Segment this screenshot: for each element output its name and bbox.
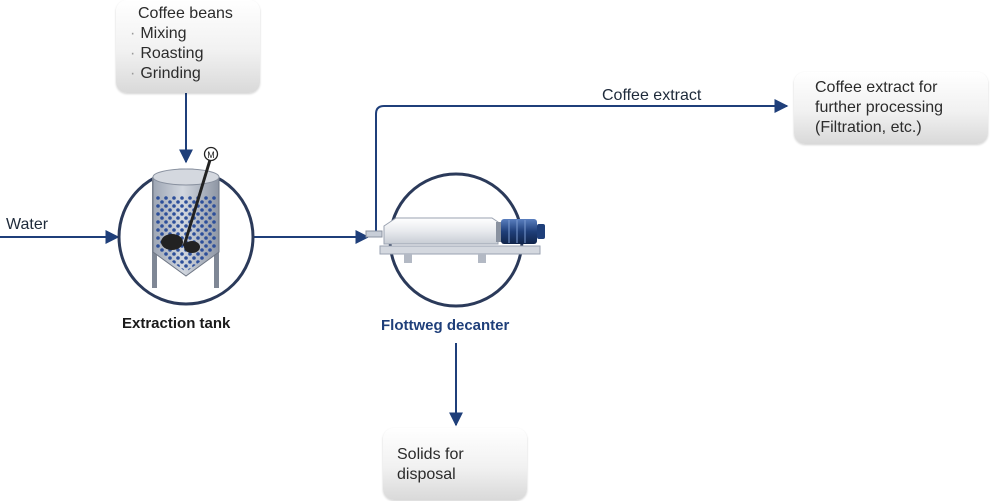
further-processing-box: Coffee extract for further processing (F… — [794, 72, 988, 144]
solids-line: Solids for — [397, 446, 464, 463]
coffee-beans-step: Mixing — [130, 24, 260, 44]
further-processing-line: (Filtration, etc.) — [815, 119, 922, 136]
decanter-motor — [501, 219, 537, 244]
motor-symbol-icon — [203, 146, 219, 162]
coffee-beans-box: Coffee beans Mixing Roasting Grinding — [116, 0, 260, 93]
arrow-extract-to-processing — [375, 99, 789, 232]
extraction-tank-caption: Extraction tank — [122, 315, 231, 332]
agitator-shaft — [182, 159, 212, 247]
coffee-beans-step: Roasting — [130, 44, 260, 64]
decanter-bowl — [383, 217, 499, 245]
solids-box: Solids for disposal — [383, 428, 527, 500]
further-processing-line: further processing — [815, 99, 944, 116]
tank-contents — [156, 196, 216, 272]
decanter — [365, 172, 545, 308]
extraction-tank: M — [117, 146, 255, 306]
solids-line: disposal — [397, 466, 456, 483]
coffee-extract-label: Coffee extract — [602, 87, 702, 104]
decanter-caption: Flottweg decanter — [381, 317, 510, 334]
agitator-blade — [161, 234, 183, 250]
further-processing-line: Coffee extract for — [815, 79, 938, 96]
motor-symbol-text: M — [207, 150, 215, 160]
coffee-beans-title: Coffee beans — [138, 5, 233, 22]
water-label: Water — [6, 216, 49, 233]
coffee-beans-step: Grinding — [130, 64, 260, 84]
agitator-blade — [184, 241, 200, 253]
